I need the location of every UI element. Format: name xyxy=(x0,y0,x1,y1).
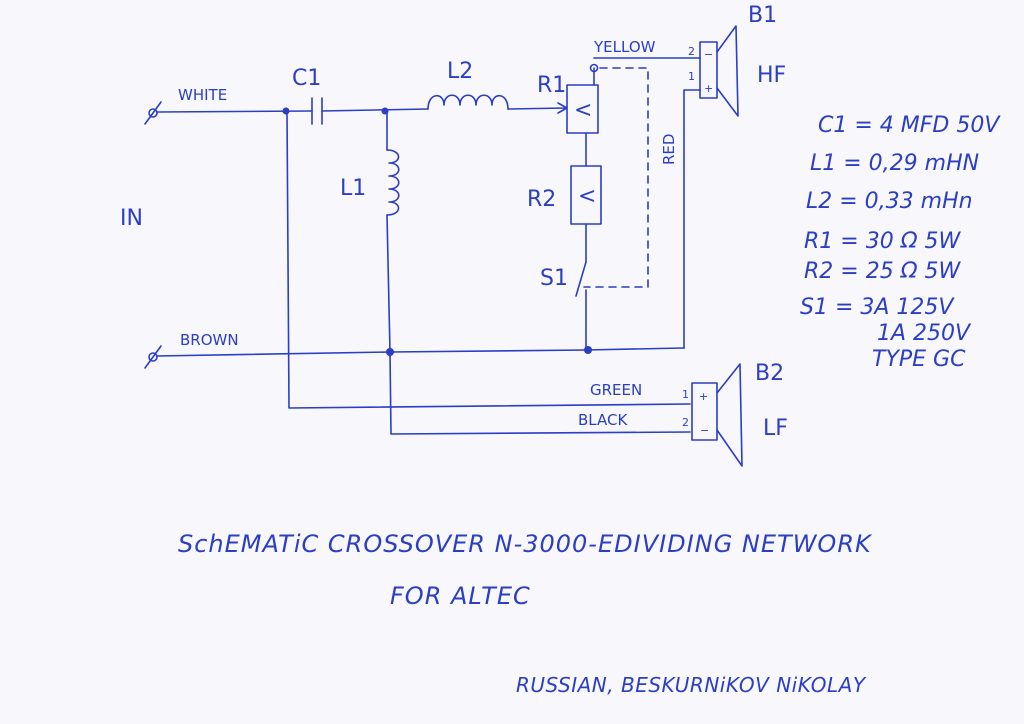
label-l2: L2 xyxy=(447,59,473,84)
b1-sign-bottom: + xyxy=(704,82,713,95)
spec-c1: C1 = 4 MFD 50V xyxy=(818,113,1001,138)
input-terminal-top xyxy=(144,101,162,125)
spec-l2: L2 = 0,33 mHn xyxy=(806,189,973,214)
label-c1: C1 xyxy=(292,66,321,91)
label-brown: BROWN xyxy=(180,331,239,349)
b2-pin-bottom: 2 xyxy=(682,416,689,429)
speaker-b1 xyxy=(699,25,739,117)
label-green: GREEN xyxy=(590,381,642,399)
label-s1: S1 xyxy=(540,266,568,291)
b1-pin-top: 2 xyxy=(688,45,695,58)
label-black: BLACK xyxy=(578,411,628,429)
author: RUSSIAN, BESKURNiKOV NiKOLAY xyxy=(516,673,867,697)
input-terminal-bottom xyxy=(144,345,162,369)
b2-pin-top: 1 xyxy=(682,388,689,401)
wire-brown xyxy=(156,347,685,357)
label-lf: LF xyxy=(763,416,788,441)
spec-r1: R1 = 30 Ω 5W xyxy=(804,229,961,254)
label-l1: L1 xyxy=(340,176,366,201)
dashed-switch-link xyxy=(583,67,649,288)
title-line-2: FOR ALTEC xyxy=(390,582,531,610)
b1-sign-top: − xyxy=(704,48,713,61)
label-hf: HF xyxy=(757,63,786,88)
wire-green-path xyxy=(286,110,691,409)
switch-s1 xyxy=(575,261,587,351)
speaker-b2 xyxy=(691,363,743,467)
component-specs: C1 = 4 MFD 50V L1 = 0,29 mHN L2 = 0,33 m… xyxy=(800,113,1001,372)
inductor-l1 xyxy=(386,149,400,216)
label-r1: R1 xyxy=(537,73,566,98)
spec-r2: R2 = 25 Ω 5W xyxy=(804,259,961,284)
resistor-r1 xyxy=(566,84,599,134)
title-line-1: SchEMATiC CROSSOVER N-3000-EDIVIDING NET… xyxy=(178,530,873,558)
wire-l2-r1 xyxy=(507,107,567,110)
inductor-l2 xyxy=(427,94,509,110)
b2-sign-bottom: − xyxy=(700,424,709,437)
b2-sign-top: + xyxy=(699,390,708,403)
r1-symbol: < xyxy=(574,98,592,123)
label-b1: B1 xyxy=(748,3,777,28)
spec-s1-type: TYPE GC xyxy=(872,347,966,372)
label-b2: B2 xyxy=(755,361,784,386)
label-in: IN xyxy=(120,206,143,231)
spec-s1-alt: 1A 250V xyxy=(877,321,972,346)
label-r2: R2 xyxy=(527,187,556,212)
spec-l1: L1 = 0,29 mHN xyxy=(810,151,979,176)
label-yellow: YELLOW xyxy=(593,38,656,56)
r2-symbol: < xyxy=(578,184,596,209)
capacitor-c1 xyxy=(311,97,323,125)
wire-c1-l2 xyxy=(321,108,429,112)
label-white: WHITE xyxy=(178,86,227,104)
wire-red xyxy=(683,89,701,349)
b1-pin-bottom: 1 xyxy=(688,70,695,83)
spec-s1: S1 = 3A 125V xyxy=(800,295,955,320)
label-red: RED xyxy=(660,134,678,165)
